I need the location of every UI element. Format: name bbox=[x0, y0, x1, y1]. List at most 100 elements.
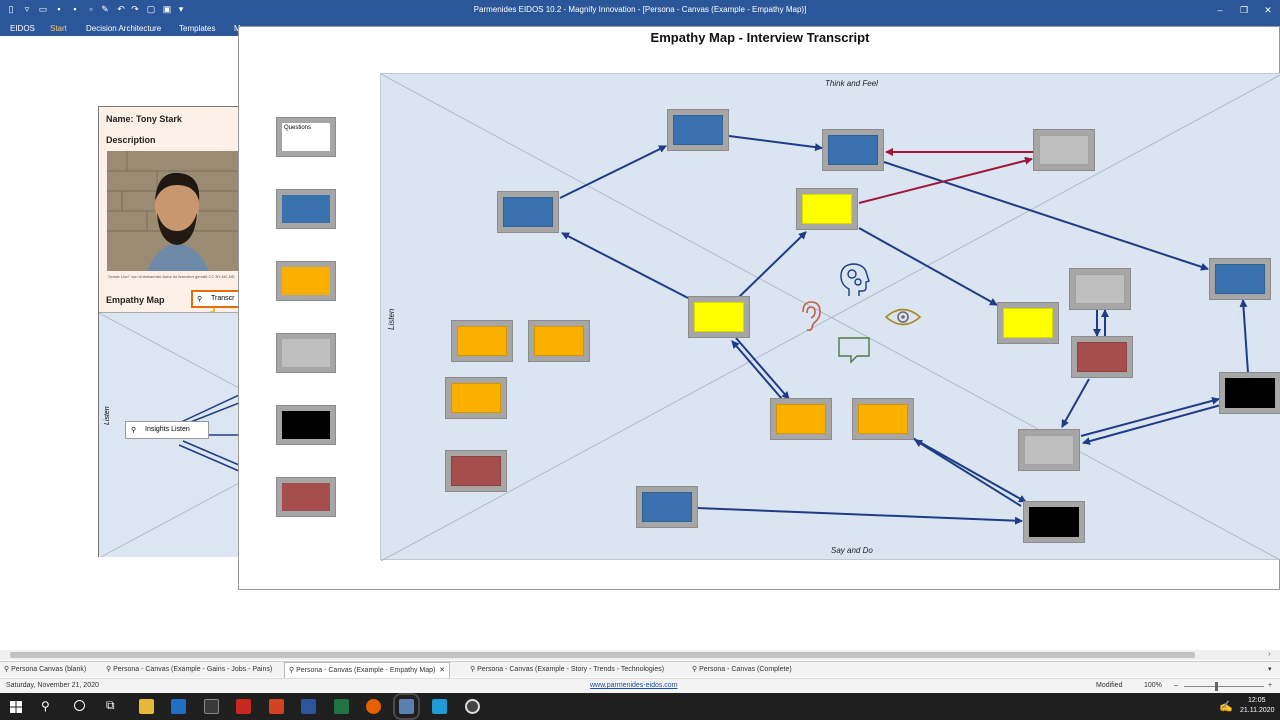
doc-tab-label: Persona - Canvas (Example - Empathy Map) bbox=[296, 667, 436, 674]
doc-tab-story[interactable]: ⚲ Persona - Canvas (Example - Story - Tr… bbox=[470, 666, 665, 673]
search-icon[interactable]: ⚲ bbox=[41, 699, 50, 713]
legend-questions-card[interactable]: Questions bbox=[276, 117, 336, 157]
legend-red-card[interactable] bbox=[276, 477, 336, 517]
note-yellow-2[interactable] bbox=[688, 296, 750, 338]
word-icon[interactable] bbox=[301, 699, 316, 714]
firefox-icon[interactable] bbox=[366, 699, 381, 714]
doc-tab-blank[interactable]: ⚲ Persona Canvas (blank) bbox=[4, 666, 87, 673]
note-fill bbox=[534, 326, 584, 356]
link-icon: ⚲ bbox=[131, 427, 137, 434]
file-explorer-icon[interactable] bbox=[139, 699, 154, 714]
task-view-icon[interactable]: ⧉ bbox=[106, 698, 115, 712]
legend-black-card[interactable] bbox=[276, 405, 336, 445]
persona-photo bbox=[107, 151, 239, 271]
note-yellow-3[interactable] bbox=[997, 302, 1059, 344]
customize-icon[interactable]: ▾ bbox=[178, 4, 184, 14]
map-diagonals bbox=[381, 74, 1280, 561]
note-orange-5[interactable] bbox=[852, 398, 914, 440]
legend-blue-card[interactable] bbox=[276, 189, 336, 229]
clock-date[interactable]: 21.11.2020 bbox=[1240, 707, 1275, 714]
open-folder-icon[interactable]: ▭ bbox=[38, 4, 48, 14]
tools-icon[interactable]: ✎ bbox=[101, 4, 109, 14]
empathy-map-area[interactable]: Think and Feel Say and Do Listen bbox=[380, 73, 1280, 561]
zoom-in-icon[interactable]: + bbox=[1268, 682, 1273, 689]
tab-decision-architecture[interactable]: Decision Architecture bbox=[86, 24, 162, 33]
tab-templates[interactable]: Templates bbox=[179, 24, 216, 33]
export-icon[interactable]: ▫ bbox=[89, 4, 93, 14]
tab-more[interactable]: M bbox=[234, 24, 241, 33]
note-orange-3[interactable] bbox=[445, 377, 507, 419]
eidos-icon[interactable] bbox=[393, 693, 420, 720]
scrollbar-thumb[interactable] bbox=[10, 652, 1195, 658]
cortana-icon[interactable] bbox=[74, 700, 85, 711]
transcript-button[interactable]: ⚲ Transcr bbox=[191, 290, 241, 308]
empathy-canvas[interactable]: Empathy Map - Interview Transcript Quest… bbox=[238, 26, 1280, 590]
redo-icon[interactable]: ↷ bbox=[131, 4, 139, 14]
note-orange-2[interactable] bbox=[528, 320, 590, 362]
acrobat-icon[interactable] bbox=[236, 699, 251, 714]
app-icon[interactable] bbox=[432, 699, 447, 714]
note-yellow-1[interactable] bbox=[796, 188, 858, 230]
legend-black-fill bbox=[282, 411, 330, 439]
note-gray-2[interactable] bbox=[1069, 268, 1131, 310]
note-orange-1[interactable] bbox=[451, 320, 513, 362]
horizontal-scrollbar[interactable]: › bbox=[0, 649, 1280, 660]
tab-start[interactable]: Start bbox=[50, 24, 67, 33]
tool-icon[interactable] bbox=[204, 699, 219, 714]
persona-name: Name: Tony Stark bbox=[106, 114, 182, 124]
new-file-icon[interactable]: ▯ bbox=[8, 4, 14, 14]
note-red-2[interactable] bbox=[445, 450, 507, 492]
close-icon[interactable]: ✕ bbox=[1264, 5, 1272, 15]
close-tab-icon[interactable]: ✕ bbox=[439, 667, 446, 674]
new-dropdown-icon[interactable]: ▿ bbox=[24, 4, 30, 14]
zoom-slider-thumb[interactable] bbox=[1215, 682, 1218, 691]
legend-orange-card[interactable] bbox=[276, 261, 336, 301]
save-all-icon[interactable]: ▪ bbox=[73, 4, 77, 14]
connectors bbox=[559, 135, 1249, 525]
legend-gray-fill bbox=[282, 339, 330, 367]
doc-tab-empathy-map[interactable]: ⚲ Persona - Canvas (Example - Empathy Ma… bbox=[284, 662, 451, 678]
tabs-menu-icon[interactable]: ▾ bbox=[1268, 666, 1272, 673]
note-blue-1[interactable] bbox=[497, 191, 559, 233]
zoom-slider[interactable] bbox=[1184, 686, 1264, 687]
excel-icon[interactable] bbox=[334, 699, 349, 714]
note-black-1[interactable] bbox=[1219, 372, 1280, 414]
legend-red-fill bbox=[282, 483, 330, 511]
tab-eidos[interactable]: EIDOS bbox=[10, 24, 35, 33]
note-fill bbox=[642, 492, 692, 522]
note-gray-3[interactable] bbox=[1018, 429, 1080, 471]
undo-icon[interactable]: ↶ bbox=[117, 4, 125, 14]
doc-tab-complete[interactable]: ⚲ Persona - Canvas (Complete) bbox=[692, 666, 792, 673]
zoom-out-icon[interactable]: – bbox=[1174, 682, 1178, 689]
note-blue-4[interactable] bbox=[1209, 258, 1271, 300]
website-link[interactable]: www.parmenides-eidos.com bbox=[590, 682, 678, 689]
outlook-icon[interactable] bbox=[171, 699, 186, 714]
title-bar: ▯ ▿ ▭ ▪ ▪ ▫ ✎ ↶ ↷ ▢ ▣ ▾ Parmenides EIDOS… bbox=[0, 0, 1280, 20]
powerpoint-icon[interactable] bbox=[269, 699, 284, 714]
note-black-2[interactable] bbox=[1023, 501, 1085, 543]
media-icon[interactable] bbox=[465, 699, 480, 714]
scroll-right-icon[interactable]: › bbox=[1268, 649, 1271, 658]
note-gray-1[interactable] bbox=[1033, 129, 1095, 171]
note-blue-5[interactable] bbox=[636, 486, 698, 528]
doc-tab-gains[interactable]: ⚲ Persona - Canvas (Example - Gains - Jo… bbox=[106, 666, 273, 673]
restore-icon[interactable]: ❐ bbox=[1239, 5, 1249, 15]
note-red-1[interactable] bbox=[1071, 336, 1133, 378]
persona-panel[interactable]: Name: Tony Stark Description "Jessie Lio… bbox=[98, 106, 241, 557]
paste-icon[interactable]: ▣ bbox=[162, 4, 172, 14]
insights-listen-button[interactable]: ⚲ Insights Listen bbox=[125, 421, 209, 439]
legend-gray-card[interactable] bbox=[276, 333, 336, 373]
legend-questions-label: Questions bbox=[284, 125, 312, 131]
note-fill bbox=[802, 194, 852, 224]
clock-time[interactable]: 12:05 bbox=[1248, 697, 1266, 704]
copy-icon[interactable]: ▢ bbox=[146, 4, 156, 14]
save-icon[interactable]: ▪ bbox=[57, 4, 61, 14]
windows-start-icon[interactable] bbox=[10, 701, 22, 713]
note-orange-4[interactable] bbox=[770, 398, 832, 440]
note-blue-2[interactable] bbox=[667, 109, 729, 151]
photo-caption: "Jessie Lion" von Unbekannter Autor ist … bbox=[107, 274, 235, 279]
note-blue-3[interactable] bbox=[822, 129, 884, 171]
minimize-icon[interactable]: – bbox=[1217, 5, 1223, 15]
pen-icon[interactable]: ✍ bbox=[1219, 701, 1233, 713]
status-modified: Modified bbox=[1096, 682, 1123, 689]
